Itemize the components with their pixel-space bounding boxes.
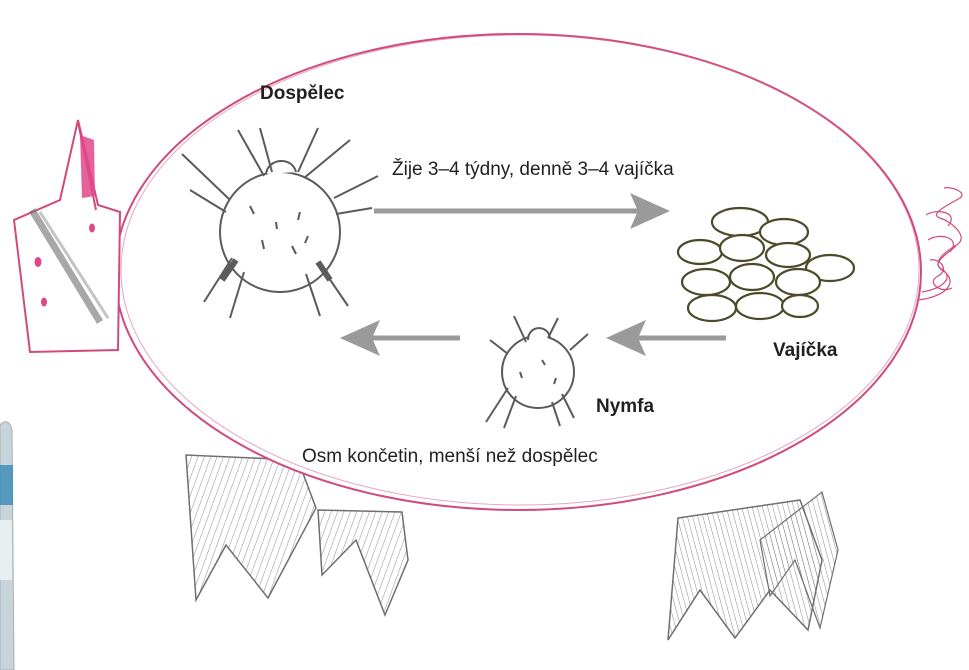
bottle-edge	[0, 422, 14, 670]
nymph-label: Nymfa	[596, 396, 654, 418]
adult-label: Dospělec	[260, 83, 344, 105]
pig-head	[14, 120, 120, 352]
pig-tail	[918, 188, 962, 300]
adult-note: Žije 3–4 týdny, denně 3–4 vajíčka	[392, 159, 674, 181]
egg-label: Vajíčka	[773, 340, 837, 362]
nymph-note: Osm končetin, menší než dospělec	[302, 446, 598, 468]
